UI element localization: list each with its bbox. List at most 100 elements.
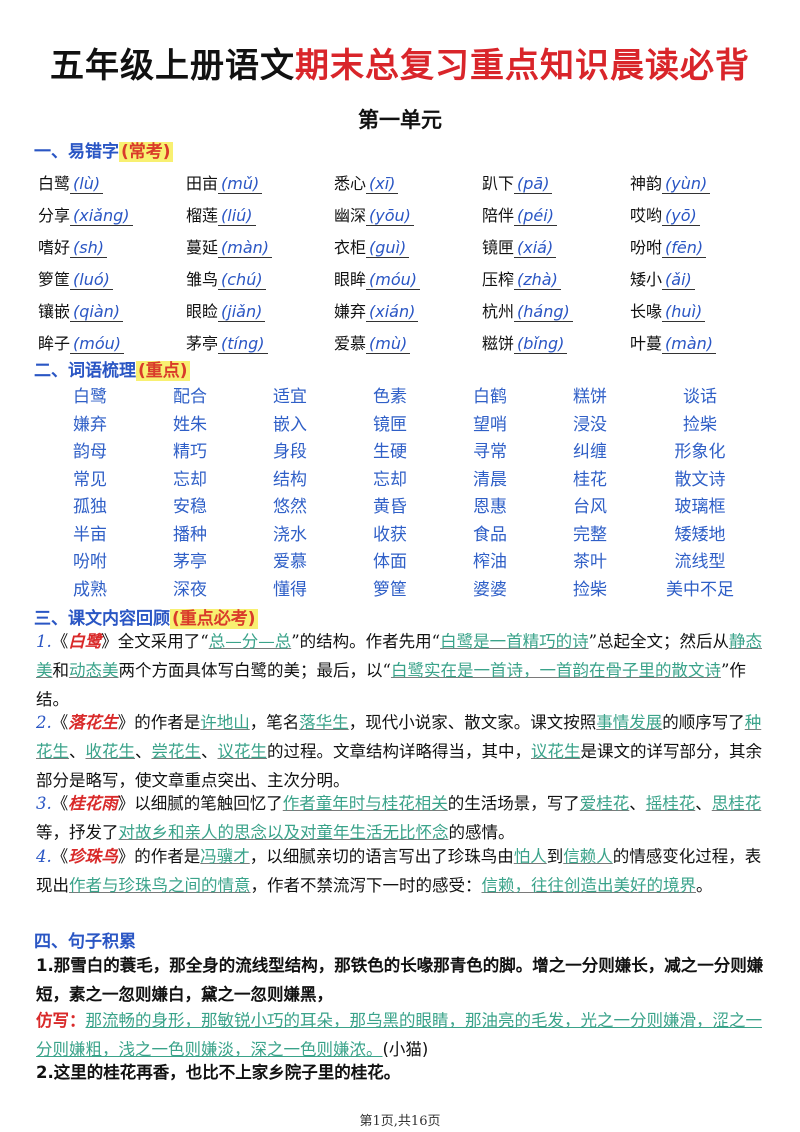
word-item: 悠然	[273, 497, 307, 518]
paragraph-text: 》的作者是	[117, 847, 201, 866]
paragraph-text: 《	[51, 794, 69, 813]
key-phrase: 落华生	[299, 713, 349, 732]
word-item: 常见	[73, 469, 107, 490]
typo-item: 镜匣(xiá)	[482, 234, 630, 258]
paragraph-text: 的感情。	[448, 823, 515, 842]
typo-item: 杭州(háng)	[482, 298, 630, 322]
word-item: 忘却	[373, 469, 407, 490]
typo-word: 镶嵌	[38, 302, 71, 321]
word-item: 嫌弃	[73, 414, 107, 435]
typo-word: 眸子	[38, 334, 71, 353]
typo-word: 幽深	[334, 206, 367, 225]
word-item: 纠缠	[573, 442, 607, 463]
paragraph-number: 4.	[36, 847, 52, 866]
word-item: 韵母	[73, 442, 107, 463]
paragraph-text: 》的作者是	[117, 713, 201, 732]
key-phrase: 思桂花	[711, 794, 762, 813]
word-item: 黄昏	[373, 497, 407, 518]
word-item: 寻常	[473, 442, 507, 463]
typo-word: 蔓延	[186, 238, 219, 257]
typo-row: 箩筐(luó)雏鸟(chú)眼眸(móu)压榨(zhà)矮小(ǎi)	[38, 258, 778, 290]
typo-pinyin: (luó)	[70, 270, 113, 290]
key-phrase: 爱桂花	[579, 794, 630, 813]
typo-pinyin: (yùn)	[662, 174, 711, 194]
paragraph-text: 、	[201, 742, 218, 761]
key-phrase: 作者童年时与桂花相关	[282, 794, 448, 813]
word-row: 吩咐茅亭爱慕体面榨油茶叶流线型	[40, 546, 760, 574]
typo-pinyin: (pā)	[514, 174, 553, 194]
word-item: 望哨	[473, 414, 507, 435]
paragraph-text: 两个方面具体写白鹭的美；最后，以“	[118, 661, 391, 680]
word-item: 生硬	[373, 442, 407, 463]
typo-word: 陪伴	[482, 206, 515, 225]
word-item: 白鹭	[73, 387, 107, 408]
key-phrase: 信赖人	[563, 847, 613, 866]
typo-pinyin: (huì)	[662, 302, 706, 322]
word-item: 播种	[173, 524, 207, 545]
word-item: 结构	[273, 469, 307, 490]
typo-pinyin: (chú)	[218, 270, 266, 290]
typo-word: 镜匣	[482, 238, 515, 257]
section-heading-review: 三、课文内容回顾(重点必考)	[34, 609, 258, 629]
typo-item: 眼眸(móu)	[334, 266, 482, 290]
typo-item: 悉心(xī)	[334, 170, 482, 194]
typo-pinyin: (móu)	[366, 270, 421, 290]
typo-pinyin: (lù)	[70, 174, 104, 194]
typo-item: 嗜好(sh)	[38, 234, 186, 258]
typo-word: 吩咐	[630, 238, 663, 257]
word-row: 嫌弃姓朱嵌入镜匣望哨浸没捡柴	[40, 409, 760, 437]
word-row: 常见忘却结构忘却清晨桂花散文诗	[40, 464, 760, 492]
word-item: 清晨	[473, 469, 507, 490]
typo-word: 箩筐	[38, 270, 71, 289]
word-row: 半亩播种浇水收获食品完整矮矮地	[40, 519, 760, 547]
key-phrase: 议花生	[217, 742, 268, 761]
typo-item: 眼睑(jiǎn)	[186, 298, 334, 322]
key-phrase: 白鹭是一首精巧的诗	[440, 632, 589, 651]
paragraph-text: 《	[51, 713, 69, 732]
typo-pinyin: (jiǎn)	[218, 302, 266, 322]
key-phrase: 收花生	[85, 742, 136, 761]
typo-pinyin: (màn)	[218, 238, 273, 258]
typo-item: 白鹭(lù)	[38, 170, 186, 194]
typo-row: 镶嵌(qiàn)眼睑(jiǎn)嫌弃(xián)杭州(háng)长喙(huì)	[38, 290, 778, 322]
typo-row: 嗜好(sh)蔓延(màn)衣柜(guì)镜匣(xiá)吩咐(fēn)	[38, 226, 778, 258]
page-title: 五年级上册语文期末总复习重点知识晨读必背	[50, 46, 750, 86]
paragraph-text: 、	[629, 794, 646, 813]
typo-item: 压榨(zhà)	[482, 266, 630, 290]
word-item: 玻璃框	[674, 497, 726, 518]
typo-word: 趴下	[482, 174, 515, 193]
typo-word: 雏鸟	[186, 270, 219, 289]
typo-pinyin: (xī)	[366, 174, 399, 194]
typo-item: 幽深(yōu)	[334, 202, 482, 226]
key-phrase: 摇桂花	[645, 794, 696, 813]
typo-word: 杭州	[482, 302, 515, 321]
typo-item: 吩咐(fēn)	[630, 234, 778, 258]
typo-item: 茅亭(tíng)	[186, 330, 334, 354]
typo-word: 神韵	[630, 174, 663, 193]
typo-item: 分享(xiǎng)	[38, 202, 186, 226]
word-row: 白鹭配合适宜色素白鹤糕饼谈话	[40, 381, 760, 409]
typo-word: 嫌弃	[334, 302, 367, 321]
typo-word: 哎哟	[630, 206, 663, 225]
typo-pinyin: (fēn)	[662, 238, 707, 258]
paragraph-text: 的情感变化过程，表现出	[36, 847, 762, 895]
page-footer: 第1页,共16页	[359, 1114, 441, 1129]
key-phrase: 白鹭实在是一首诗，一首韵在骨子里的散文诗	[390, 661, 721, 680]
word-item: 爱慕	[273, 552, 307, 573]
typo-word: 糍饼	[482, 334, 515, 353]
typo-word: 叶蔓	[630, 334, 663, 353]
typo-item: 榴莲(liú)	[186, 202, 334, 226]
typo-char-grid: 白鹭(lù)田亩(mǔ)悉心(xī)趴下(pā)神韵(yùn)分享(xiǎng)…	[38, 162, 778, 354]
key-phrase: 总—分—总	[208, 632, 292, 651]
key-phrase: 静态美	[36, 632, 762, 680]
typo-word: 白鹭	[38, 174, 71, 193]
typo-item: 爱慕(mù)	[334, 330, 482, 354]
paragraph-text: 和	[52, 661, 70, 680]
paragraph-text: 》全文采用了“	[101, 632, 209, 651]
sentence-1: 1.那雪白的蓑毛，那全身的流线型结构，那铁色的长喙那青色的脚。增之一分则嫌长，减…	[36, 956, 764, 1004]
paragraph-text: ，现代小说家、散文家。课文按照	[348, 713, 597, 732]
typo-word: 嗜好	[38, 238, 71, 257]
word-item: 身段	[273, 442, 307, 463]
typo-word: 矮小	[630, 270, 663, 289]
typo-word: 悉心	[334, 174, 367, 193]
